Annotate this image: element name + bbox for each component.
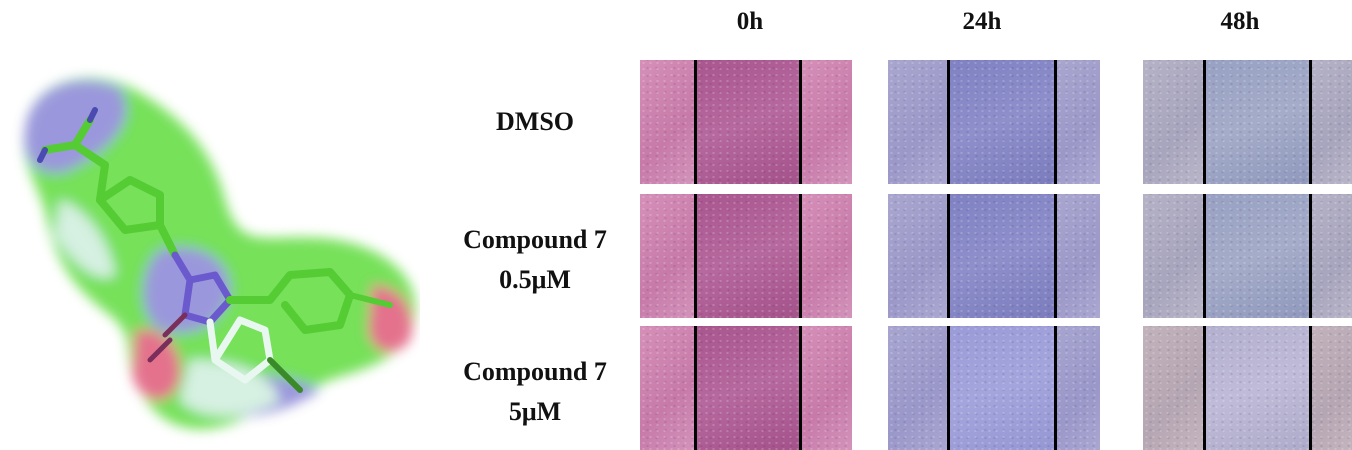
micrograph-compound7-low-48h xyxy=(1143,194,1352,318)
row-label-dmso: DMSO xyxy=(496,107,574,136)
row-label-compound7-low: Compound 7 xyxy=(463,225,607,254)
micrograph-dmso-48h xyxy=(1143,60,1352,184)
column-header-24h: 24h xyxy=(962,8,1002,35)
row-label-compound7-high: Compound 7 xyxy=(463,357,607,386)
column-header-0h: 0h xyxy=(736,8,764,35)
row-label-compound7-low-dose: 0.5μM xyxy=(499,265,571,294)
micrograph-dmso-24h xyxy=(888,60,1100,184)
micrograph-compound7-high-24h xyxy=(888,326,1100,450)
row-label-compound7-high-dose: 5μM xyxy=(508,397,562,426)
micrograph-compound7-high-48h xyxy=(1143,326,1352,450)
micrograph-compound7-low-0h xyxy=(640,194,852,318)
column-header-48h: 48h xyxy=(1220,8,1260,35)
molecule-surface-model xyxy=(24,78,416,430)
micrograph-compound7-low-24h xyxy=(888,194,1100,318)
micrograph-compound7-high-0h xyxy=(640,326,852,450)
micrograph-dmso-0h xyxy=(640,60,852,184)
